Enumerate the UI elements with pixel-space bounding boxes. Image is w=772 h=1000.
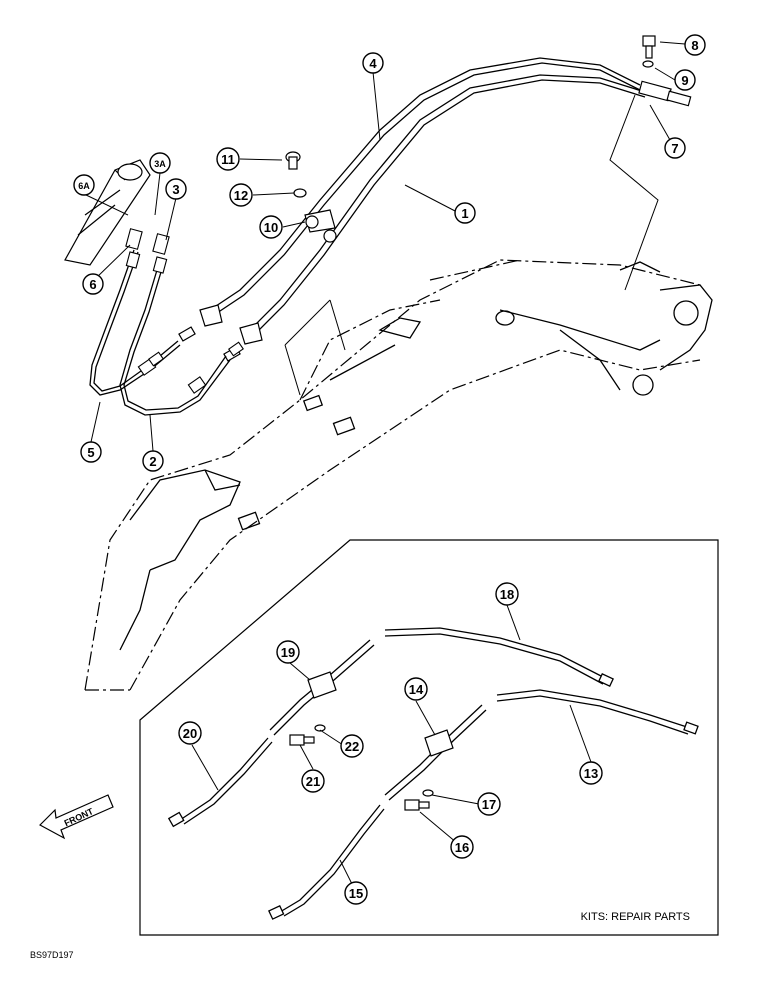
svg-text:8: 8 (691, 38, 698, 53)
callout-9: 9 (674, 69, 696, 91)
hose-2 (119, 259, 231, 416)
clamp-10 (304, 209, 337, 243)
clamp-19 (307, 671, 337, 699)
washer-12 (293, 188, 307, 198)
bolt-8 (642, 35, 656, 59)
front-arrow: FRONT (39, 794, 114, 840)
svg-text:1: 1 (461, 206, 468, 221)
callout-13: 13 (579, 761, 603, 785)
hose-4 (209, 57, 641, 316)
svg-text:12: 12 (234, 188, 248, 203)
svg-text:21: 21 (306, 774, 320, 789)
svg-text:17: 17 (482, 797, 496, 812)
svg-text:3A: 3A (154, 159, 166, 169)
callouts: 4 1 8 9 7 11 12 10 3A 3 6A 6 5 2 18 19 2… (73, 34, 706, 905)
svg-text:18: 18 (500, 587, 514, 602)
fitting-7 (638, 80, 692, 107)
hose-20 (167, 737, 273, 828)
callout-7: 7 (664, 137, 686, 159)
svg-text:6: 6 (89, 277, 96, 292)
callout-17: 17 (477, 792, 501, 816)
svg-text:10: 10 (264, 220, 278, 235)
svg-text:22: 22 (345, 739, 359, 754)
callout-6: 6 (82, 273, 104, 295)
svg-text:9: 9 (681, 73, 688, 88)
bolt-16 (404, 799, 430, 811)
hose-15 (268, 804, 385, 920)
callout-15: 15 (344, 881, 368, 905)
svg-text:16: 16 (455, 840, 469, 855)
svg-text:4: 4 (369, 56, 377, 71)
callout-leaders (83, 41, 686, 893)
hose-18 (384, 627, 614, 688)
figure-code: BS97D197 (30, 950, 74, 960)
svg-text:2: 2 (149, 454, 156, 469)
arm-end (119, 394, 356, 651)
callout-4: 4 (362, 52, 384, 74)
callout-8: 8 (684, 34, 706, 56)
callout-12: 12 (229, 183, 253, 207)
callout-11: 11 (216, 147, 240, 171)
hose-5 (89, 249, 181, 396)
bolt-11 (285, 151, 301, 170)
callout-21: 21 (301, 769, 325, 793)
callout-2: 2 (142, 450, 164, 472)
hose-1 (249, 74, 646, 336)
hose-fittings (125, 228, 244, 394)
callout-16: 16 (450, 835, 474, 859)
svg-text:11: 11 (221, 152, 235, 167)
svg-text:5: 5 (87, 445, 94, 460)
callout-19: 19 (276, 640, 300, 664)
callout-3A: 3A (149, 152, 171, 174)
bolt-21 (289, 734, 315, 746)
svg-text:20: 20 (183, 726, 197, 741)
boom-pivot (329, 261, 713, 396)
clamp-14 (424, 729, 454, 757)
svg-text:14: 14 (409, 682, 424, 697)
callout-6A: 6A (73, 174, 95, 196)
svg-text:3: 3 (172, 182, 179, 197)
hose-13 (496, 689, 699, 735)
washer-22 (314, 724, 326, 732)
callout-20: 20 (178, 721, 202, 745)
bucket-cylinder (64, 159, 151, 266)
clamps-lower (178, 304, 263, 362)
boom-outline (84, 259, 701, 691)
washer-9 (642, 60, 654, 68)
callout-22: 22 (340, 734, 364, 758)
callout-1: 1 (454, 202, 476, 224)
callout-10: 10 (259, 215, 283, 239)
washer-17 (422, 789, 434, 797)
kits-box (139, 539, 719, 936)
callout-18: 18 (495, 582, 519, 606)
svg-text:6A: 6A (78, 181, 90, 191)
svg-text:13: 13 (584, 766, 598, 781)
svg-text:15: 15 (349, 886, 363, 901)
callout-3: 3 (165, 178, 187, 200)
leader-lines (284, 94, 659, 396)
callout-5: 5 (80, 441, 102, 463)
kits-label: KITS: REPAIR PARTS (581, 911, 690, 923)
svg-text:7: 7 (671, 141, 678, 156)
svg-text:19: 19 (281, 645, 295, 660)
callout-14: 14 (404, 677, 428, 701)
